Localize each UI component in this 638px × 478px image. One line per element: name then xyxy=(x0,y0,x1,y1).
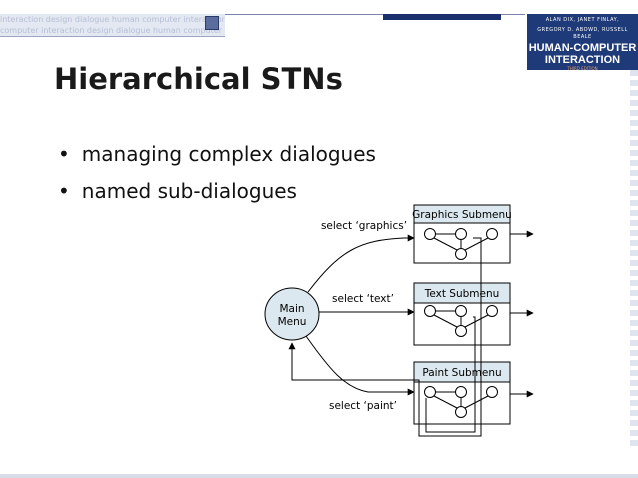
edge-label-text: select ‘text’ xyxy=(332,293,394,305)
header-pattern: interaction design dialogue human comput… xyxy=(0,14,225,37)
submenu-label: Paint Submenu xyxy=(422,367,501,379)
submenu-label: Text Submenu xyxy=(424,288,500,300)
submenu-text: Text Submenu xyxy=(413,282,511,346)
bottom-rule xyxy=(0,474,638,478)
logo-authors-1: ALAN DIX, JANET FINLAY, xyxy=(545,17,620,23)
edge-label-graphics: select ‘graphics’ xyxy=(321,220,407,232)
logo-title-2: INTERACTION xyxy=(544,54,621,66)
logo-edition: THIRD EDITION xyxy=(567,66,598,71)
submenu-paint: Paint Submenu xyxy=(413,361,511,425)
slide-title: Hierarchical STNs xyxy=(54,62,343,96)
submenu-graphics: Graphics Submenu xyxy=(412,204,512,264)
book-logo: ALAN DIX, JANET FINLAY, GREGORY D. ABOWD… xyxy=(527,14,638,71)
main-menu-node: Main Menu xyxy=(264,287,320,341)
bullet-list: managing complex dialogues named sub-dia… xyxy=(58,142,376,216)
right-edge-pattern xyxy=(630,70,638,450)
edge-label-paint: select ‘paint’ xyxy=(329,400,397,412)
main-node-line2: Menu xyxy=(278,316,307,328)
transition-edges xyxy=(288,230,534,437)
header-icon xyxy=(205,16,219,30)
logo-authors-2: GREGORY D. ABOWD, RUSSELL BEALE xyxy=(537,27,628,40)
main-node-line1: Main xyxy=(279,303,304,315)
bullet-item: named sub-dialogues xyxy=(58,179,376,216)
bullet-item: managing complex dialogues xyxy=(58,142,376,179)
header-bar xyxy=(383,14,501,20)
submenu-label: Graphics Submenu xyxy=(412,209,512,221)
header-rule xyxy=(225,14,525,15)
logo-title-1: HUMAN-COMPUTER xyxy=(528,42,637,54)
